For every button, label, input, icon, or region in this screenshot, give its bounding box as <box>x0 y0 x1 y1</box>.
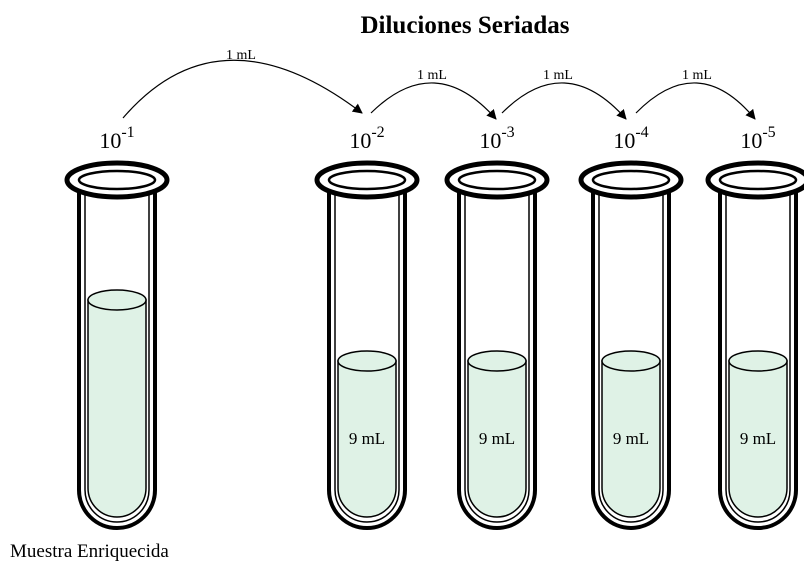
dilution-base: 10 <box>613 128 635 153</box>
transfer-arrow: 1 mL <box>122 48 363 119</box>
test-tube: 10-1 <box>64 124 170 530</box>
transfer-arrow-curve <box>370 82 497 120</box>
dilution-label: 10-4 <box>613 124 648 153</box>
diagram-title: Diluciones Seriadas <box>360 12 569 39</box>
liquid-meniscus <box>87 289 147 311</box>
volume-label: 9 mL <box>479 429 515 448</box>
test-tube: 10-5 9 mL <box>705 124 804 530</box>
dilution-base: 10 <box>740 128 762 153</box>
dilution-base: 10 <box>99 128 121 153</box>
liquid <box>337 360 397 518</box>
test-tube: 10-4 9 mL <box>578 124 684 530</box>
transfer-arrow-curve <box>501 82 627 120</box>
transfer-volume-label: 1 mL <box>543 68 573 83</box>
dilution-label: 10-5 <box>740 124 775 153</box>
transfer-volume-label: 1 mL <box>682 68 712 83</box>
sample-caption: Muestra Enriquecida <box>10 541 169 562</box>
volume-label: 9 mL <box>740 429 776 448</box>
transfer-arrow: 1 mL <box>370 68 497 120</box>
liquid-meniscus <box>601 350 661 372</box>
dilution-label: 10-1 <box>99 124 134 153</box>
tube-inner-wall <box>334 186 400 523</box>
dilution-label: 10-3 <box>479 124 514 153</box>
liquid <box>601 360 661 518</box>
transfer-arrow-curve <box>122 59 363 119</box>
volume-label: 9 mL <box>349 429 385 448</box>
transfer-volume-label: 1 mL <box>226 48 256 63</box>
tube-inner-wall <box>464 186 530 523</box>
transfer-arrow: 1 mL <box>501 68 627 120</box>
test-tube: 10-3 9 mL <box>444 124 550 530</box>
tube-rim-inner <box>77 169 157 191</box>
transfer-volume-label: 1 mL <box>417 68 447 83</box>
tube-rim-inner <box>457 169 537 191</box>
liquid <box>87 299 147 518</box>
liquid <box>467 360 527 518</box>
liquid-meniscus <box>467 350 527 372</box>
liquid <box>728 360 788 518</box>
tube-inner-wall <box>84 186 150 523</box>
liquid-meniscus <box>337 350 397 372</box>
tube-rim-inner <box>591 169 671 191</box>
dilution-exponent: -4 <box>635 124 648 141</box>
tube-inner-wall <box>598 186 664 523</box>
dilution-base: 10 <box>349 128 371 153</box>
tube-rim-inner <box>718 169 798 191</box>
tube-inner-wall <box>725 186 791 523</box>
dilution-exponent: -2 <box>371 124 384 141</box>
dilution-exponent: -5 <box>762 124 775 141</box>
dilution-label: 10-2 <box>349 124 384 153</box>
dilution-exponent: -3 <box>501 124 514 141</box>
dilution-exponent: -1 <box>121 124 134 141</box>
dilution-base: 10 <box>479 128 501 153</box>
liquid-meniscus <box>728 350 788 372</box>
tube-rim-inner <box>327 169 407 191</box>
transfer-arrow: 1 mL <box>635 68 756 120</box>
transfer-arrow-curve <box>635 82 756 120</box>
volume-label: 9 mL <box>613 429 649 448</box>
test-tube: 10-2 9 mL <box>314 124 420 530</box>
